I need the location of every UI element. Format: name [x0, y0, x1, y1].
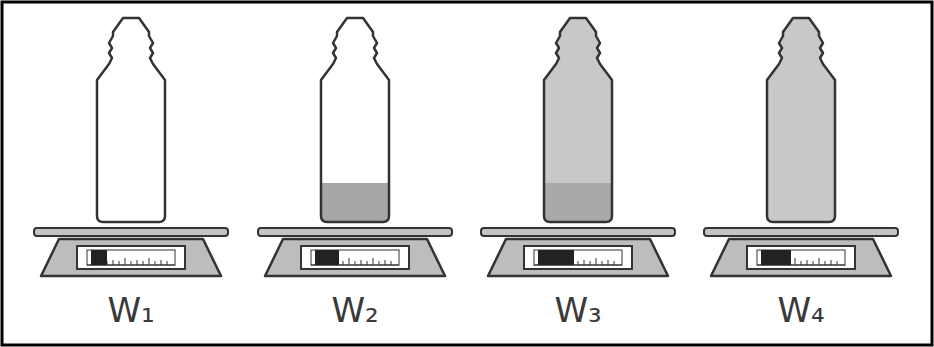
- bottle-on-scale: [704, 18, 898, 276]
- weight-label: W₁: [71, 290, 191, 330]
- bottle-on-scale: [258, 18, 452, 276]
- bottle-on-scale: [481, 18, 675, 276]
- weight-label: W₃: [518, 290, 638, 330]
- weight-label: W₂: [295, 290, 415, 330]
- bottle-on-scale: [34, 18, 228, 276]
- weight-label: W₄: [741, 290, 861, 330]
